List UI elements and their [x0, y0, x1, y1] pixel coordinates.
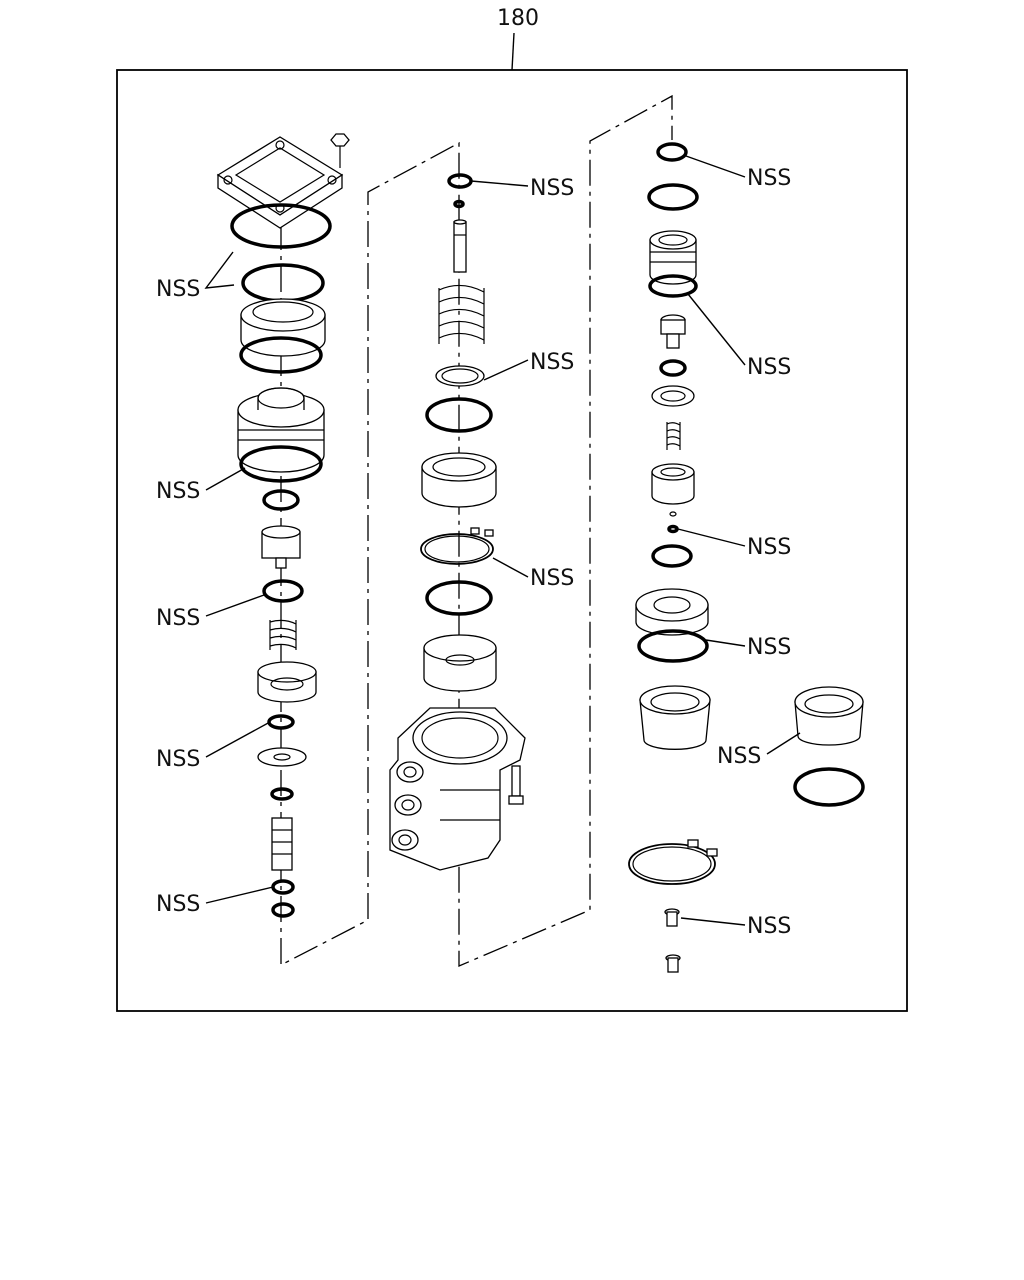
retainer-washer [257, 747, 307, 767]
nss-label: NSS [156, 892, 200, 917]
spare-o-ring [793, 767, 865, 807]
right-small-ring-2 [659, 359, 687, 377]
valve-o-ring [262, 579, 304, 603]
nss-leader-left-2 [205, 467, 246, 491]
small-o-ring-5 [271, 902, 295, 918]
relay-seal [239, 445, 323, 483]
reference-number: 180 [497, 6, 539, 31]
right-o-ring-1 [647, 183, 699, 211]
housing-bolt [508, 765, 524, 805]
nss-label: NSS [747, 914, 791, 939]
nss-leader-right-2 [687, 293, 746, 366]
exhaust-stem [271, 817, 293, 871]
right-o-ring-3 [651, 544, 693, 568]
right-small-ring-1 [656, 142, 688, 162]
small-o-ring-1 [262, 489, 300, 511]
snap-ring [420, 527, 494, 565]
right-small-spring [666, 422, 681, 450]
nss-leader-right-3 [677, 528, 746, 547]
nss-label: NSS [156, 747, 200, 772]
nss-leader-right-1 [685, 155, 746, 178]
valve-housing [389, 707, 526, 871]
reference-leader [511, 32, 515, 71]
small-o-ring-3 [270, 787, 294, 801]
nss-label: NSS [156, 606, 200, 631]
nss-leader-center-1 [470, 180, 529, 187]
nss-label: NSS [530, 176, 574, 201]
center-o-ring-1 [425, 397, 493, 433]
top-cover-plate [216, 136, 344, 229]
piston-seal-lower [239, 336, 323, 374]
right-valve-cup [651, 463, 695, 505]
right-tiny-ring-1 [669, 511, 677, 517]
diagram-frame [116, 69, 908, 1012]
nss-leader-right-5 [766, 732, 801, 755]
nss-label: NSS [156, 277, 200, 302]
right-upper-piston [649, 230, 697, 285]
spring-seat [257, 661, 317, 703]
nss-label: NSS [530, 566, 574, 591]
screw-2 [665, 954, 681, 973]
main-spring [438, 284, 485, 344]
screw-1 [664, 908, 680, 927]
small-o-ring-4 [271, 879, 295, 895]
right-cap-cover [635, 588, 709, 636]
cover-nut [330, 133, 350, 168]
nss-leader-left-3 [205, 594, 265, 617]
spring-washer [435, 365, 485, 387]
nss-label: NSS [747, 635, 791, 660]
right-o-ring-4 [637, 629, 709, 663]
center-cylinder [423, 634, 497, 692]
nss-leader-center-3 [492, 557, 529, 578]
right-seat-washer [651, 385, 695, 407]
cover-o-ring [230, 203, 332, 249]
valve-guide [261, 525, 301, 569]
nss-label: NSS [717, 744, 761, 769]
assembly-centerline [280, 94, 673, 967]
valve-body-insert [421, 452, 497, 508]
nss-leader-left-4 [205, 721, 271, 758]
right-tiny-ring-2 [667, 524, 679, 534]
center-small-ring-2 [453, 199, 465, 209]
nss-label: NSS [530, 350, 574, 375]
upper-piston [240, 298, 326, 357]
nss-label: NSS [156, 479, 200, 504]
center-o-ring-2 [425, 580, 493, 616]
nss-leader-center-2 [483, 359, 529, 381]
nss-leader-left-5 [205, 886, 274, 904]
nss-leader-right-4 [705, 639, 746, 647]
left-spring [269, 619, 297, 650]
nss-leader-right-6 [680, 917, 746, 926]
right-cup-lower [639, 685, 711, 750]
right-valve-stem [660, 314, 686, 349]
right-o-ring-2 [648, 274, 698, 298]
piston-seal-upper [241, 263, 325, 303]
nss-leader-left-1 [204, 251, 235, 289]
nss-label: NSS [747, 355, 791, 380]
nss-label: NSS [747, 535, 791, 560]
nss-label: NSS [747, 166, 791, 191]
spare-cup [794, 686, 864, 746]
center-small-ring-1 [447, 173, 473, 189]
spare-snap-ring [628, 839, 718, 885]
valve-pin [453, 219, 467, 273]
relay-piston [237, 387, 325, 473]
